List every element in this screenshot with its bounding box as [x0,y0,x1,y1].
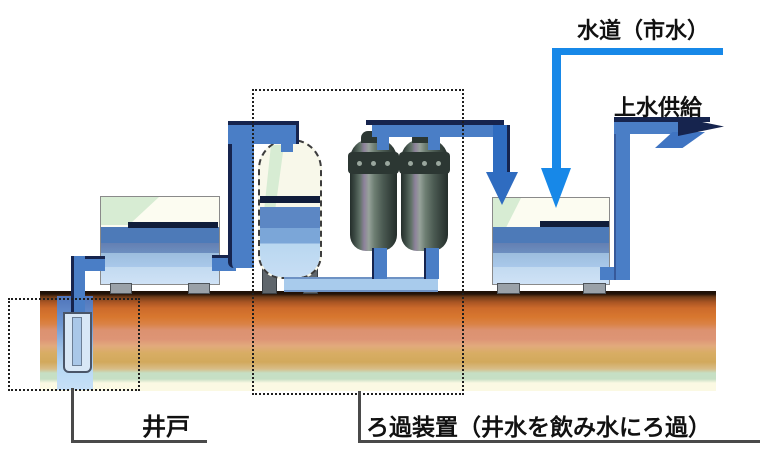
ground-strata [40,291,716,391]
flange-bolt [408,160,414,166]
filtration-label-line-vertical [358,391,361,443]
tank-leg [188,283,210,294]
pipe-riser-vertical [228,121,254,268]
flange-bolt [357,160,363,166]
filtration-label-line-horizontal [358,440,760,443]
well-label-line-horizontal [71,440,207,443]
pipe-filter-outlet-edge [366,120,504,125]
flange-bolt [421,160,427,166]
filter-flange [348,152,399,174]
pipe-bottom-manifold [284,277,438,292]
flange-bolt [384,160,390,166]
pipe-outlet-edge [614,117,710,122]
city-water-line-horizontal [552,48,723,55]
filter-outlet-stub [377,136,389,150]
filter-inlet-stub [372,248,387,279]
flange-bolt [435,160,441,166]
pipe-outlet-vertical [614,120,630,280]
raw-water-tank [100,196,220,285]
label-city-water: 水道（市水） [577,18,710,43]
pressure-tank-waterline [260,196,320,203]
filtration-dashed-outline [252,89,464,395]
tank-leg [497,283,520,294]
clean-water-tank [492,197,610,285]
well-dashed-outline [8,298,140,391]
tank-waterline [128,222,218,228]
city-water-line-vertical [552,48,561,172]
pipe-well-drop [71,256,85,320]
tank-water [101,227,219,284]
filter-inlet-stub [424,248,439,279]
tank-leg [583,283,606,294]
tank-waterline [540,221,609,227]
pipe-outlet-horizontal [614,122,682,134]
label-clean-water-supply: 上水供給 [614,95,703,120]
label-filtration-unit: ろ過装置（井水を飲み水にろ過） [366,414,711,440]
pipe-filter-outlet [372,125,498,137]
well-label-line-vertical [71,388,74,443]
filter-outlet-stub [428,136,440,150]
tank-water [493,227,609,284]
flange-bolt [370,160,376,166]
tank-leg [110,283,132,294]
well-suction-pipe [72,317,82,366]
pipe-dome-inlet-stub [281,138,293,152]
label-well: 井戸 [142,414,190,441]
filtered-water-arrow-shaft [493,125,510,175]
pressure-tank-water [260,207,320,277]
tank-highlight [101,197,159,225]
pressure-tank [258,139,322,279]
filter-flange [399,152,450,174]
